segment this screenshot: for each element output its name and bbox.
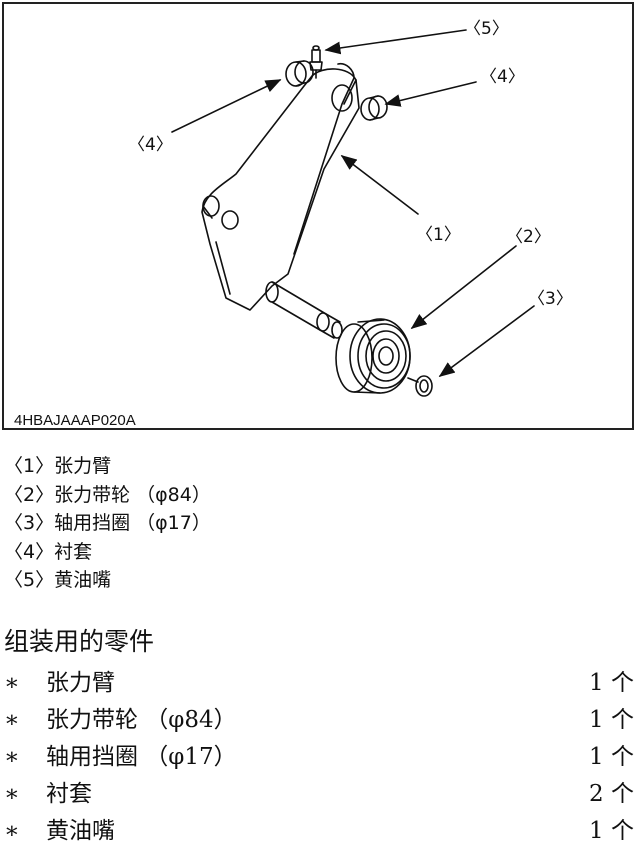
tension-pulley	[335, 318, 411, 394]
callout-2: 〈2〉	[506, 227, 551, 247]
legend-name: 黄油嘴	[54, 569, 112, 591]
section-title: 组装用的零件	[4, 627, 155, 656]
list-item: ∗ 衬套 2 个	[4, 776, 634, 813]
arm-lower-hole	[221, 210, 239, 230]
part-name: 轴用挡圈 （φ17）	[46, 744, 237, 770]
bullet-icon: ∗	[4, 818, 20, 844]
leader-5	[324, 29, 467, 55]
part-name: 张力臂	[46, 670, 115, 696]
leader-4-left	[171, 79, 282, 133]
bullet-icon: ∗	[4, 781, 20, 807]
legend-number: 〈2〉	[4, 483, 55, 506]
tension-arm-outline	[201, 68, 360, 311]
legend-item: 〈2〉张力带轮 （φ84）	[4, 481, 211, 510]
bullet-icon: ∗	[4, 707, 20, 733]
part-name: 衬套	[46, 781, 92, 807]
leader-4-right	[384, 81, 477, 107]
tension-arm-inner-edge	[293, 62, 355, 255]
parts-legend: 〈1〉张力臂 〈2〉张力带轮 （φ84） 〈3〉轴用挡圈 （φ17） 〈4〉衬套…	[4, 452, 211, 595]
legend-number: 〈1〉	[4, 455, 55, 477]
legend-name: 张力带轮 （φ84）	[54, 483, 211, 506]
callout-3: 〈3〉	[528, 289, 573, 309]
part-name: 张力带轮 （φ84）	[46, 707, 237, 733]
list-item: ∗ 黄油嘴 1 个	[4, 813, 634, 850]
legend-number: 〈3〉	[4, 512, 55, 534]
arm-upper-bore	[331, 84, 353, 112]
legend-name: 衬套	[54, 540, 93, 563]
list-item: ∗ 张力臂 1 个	[4, 665, 634, 702]
legend-name: 轴用挡圈 （φ17）	[54, 512, 211, 534]
bullet-icon: ∗	[4, 744, 20, 770]
legend-item: 〈4〉衬套	[4, 538, 211, 567]
legend-number: 〈4〉	[4, 540, 55, 563]
part-quantity: 1 个	[589, 818, 634, 844]
part-quantity: 2 个	[589, 781, 634, 807]
figure-code: 4HBAJAAAP020A	[14, 412, 136, 429]
part-quantity: 1 个	[589, 707, 634, 733]
leader-2	[410, 245, 517, 329]
figure-frame: 〈5〉 〈4〉 〈4〉 〈1〉 〈2〉 〈3〉 4HBAJAAAP020A	[2, 2, 634, 430]
part-name: 黄油嘴	[46, 818, 115, 844]
part-quantity: 1 个	[589, 744, 634, 770]
bushing-right	[360, 95, 388, 121]
leader-3	[438, 305, 535, 377]
list-item: ∗ 轴用挡圈 （φ17） 1 个	[4, 739, 634, 776]
legend-item: 〈5〉黄油嘴	[4, 566, 211, 595]
bushing-left	[285, 60, 314, 87]
bullet-icon: ∗	[4, 670, 20, 696]
grease-nipple	[309, 45, 323, 79]
leader-1	[340, 155, 419, 215]
pulley-shaft	[265, 281, 343, 339]
part-quantity: 1 个	[589, 670, 634, 696]
callout-1: 〈1〉	[416, 225, 461, 245]
legend-name: 张力臂	[54, 455, 112, 477]
callout-5: 〈5〉	[464, 19, 509, 39]
callout-4-right: 〈4〉	[480, 67, 525, 87]
legend-item: 〈1〉张力臂	[4, 452, 211, 481]
legend-item: 〈3〉轴用挡圈 （φ17）	[4, 509, 211, 538]
tension-arm-exploded-drawing: 〈5〉 〈4〉 〈4〉 〈1〉 〈2〉 〈3〉	[128, 19, 573, 397]
legend-number: 〈5〉	[4, 569, 55, 591]
snap-ring	[407, 375, 433, 397]
parts-list: ∗ 张力臂 1 个 ∗ 张力带轮 （φ84） 1 个 ∗ 轴用挡圈 （φ17） 1 个 ∗ 衬…	[4, 665, 634, 850]
callout-4-left: 〈4〉	[128, 135, 173, 155]
arm-stud	[202, 195, 220, 217]
list-item: ∗ 张力带轮 （φ84） 1 个	[4, 702, 634, 739]
